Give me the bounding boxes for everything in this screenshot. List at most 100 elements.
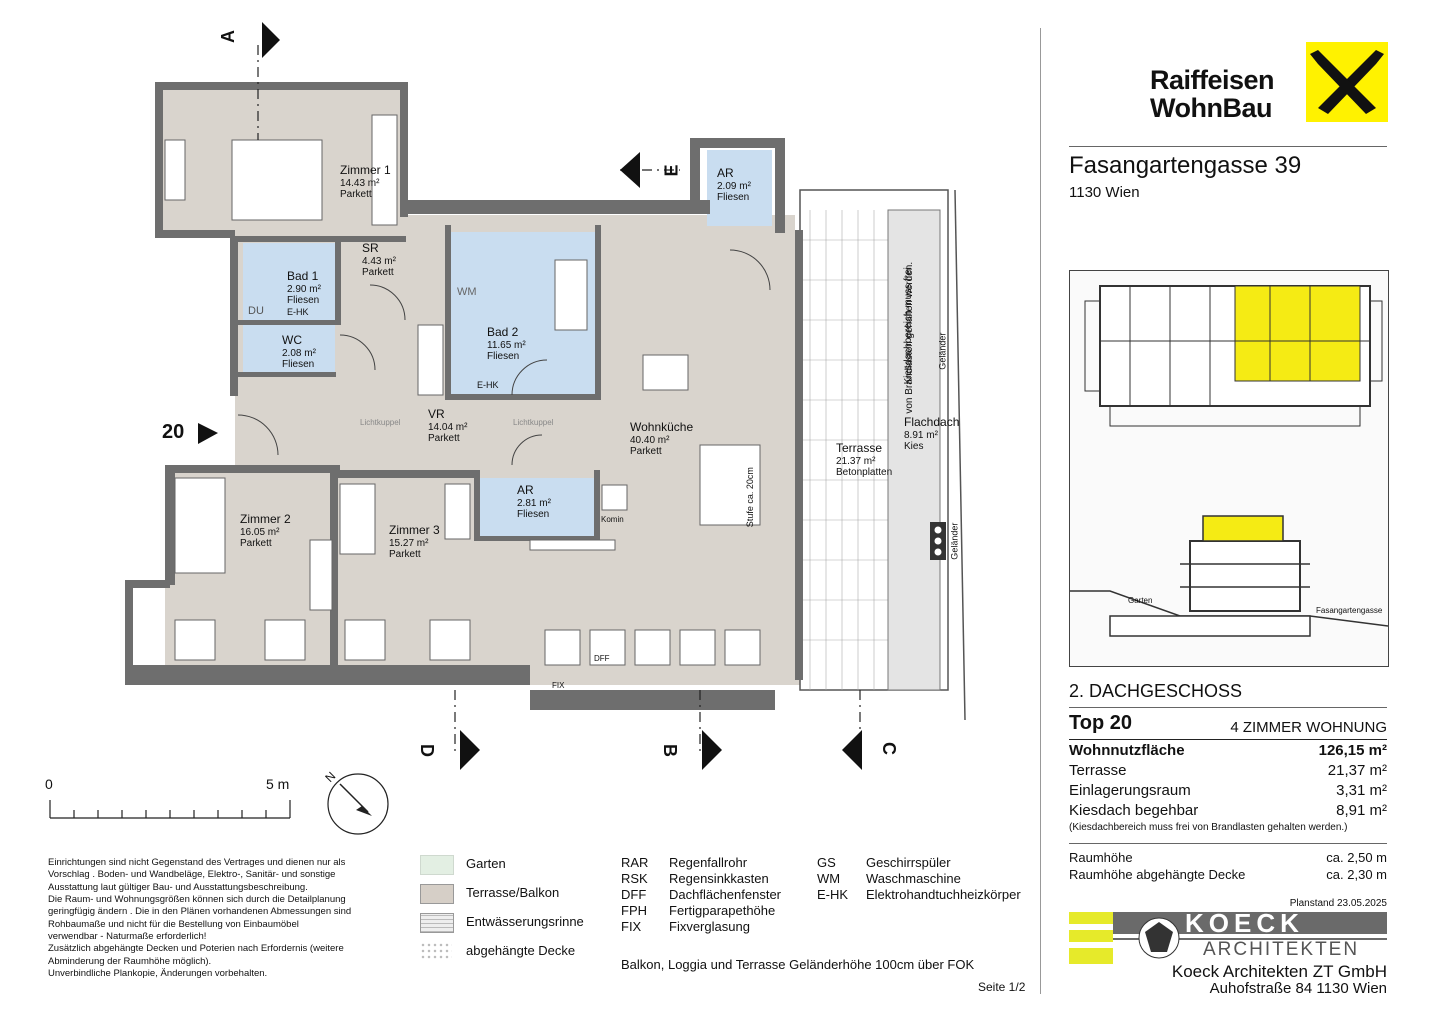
abbr-text: Waschmaschine <box>866 871 961 886</box>
lichtkuppel-label-2: Lichtkuppel <box>513 418 554 427</box>
room-name: Zimmer 1 <box>340 163 391 177</box>
abbr-code: WM <box>817 871 841 886</box>
disclaimer-line: Vorschlag . Boden- und Wandbeläge, Elekt… <box>48 869 336 881</box>
architect-firm: Koeck Architekten ZT GmbH <box>1171 962 1387 981</box>
du-label: DU <box>248 305 264 317</box>
abbr-text: Fixverglasung <box>669 919 750 934</box>
koeck-sub: ARCHITEKTEN <box>1203 939 1360 960</box>
unit-divider <box>1069 739 1387 740</box>
room-area: 2.08 m² <box>282 347 316 359</box>
room-ar-mid: AR 2.81 m² Fliesen <box>517 483 551 521</box>
floor-plan: A D B C E 20 Zimmer 1 14.43 m² Parkett S… <box>45 22 966 835</box>
room-floor: Parkett <box>362 267 394 279</box>
spec-label: Kiesdach begehbar <box>1069 802 1199 819</box>
abbr-text: Regenfallrohr <box>669 855 748 870</box>
unit-top: Top 20 <box>1069 712 1132 734</box>
disclaimer-line: Rohbaumaße und nicht für die Bestellung … <box>48 918 299 930</box>
disclaimer-line: Einrichtungen sind nicht Gegenstand des … <box>48 857 346 868</box>
room-name: AR <box>717 166 734 180</box>
room-area: 16.05 m² <box>240 526 280 538</box>
room-name: WC <box>282 333 302 347</box>
room-floor: Fliesen <box>517 509 550 521</box>
scale-five-label: 5 m <box>266 776 290 792</box>
spec-value: 126,15 m² <box>1318 742 1387 759</box>
room-floor: Fliesen <box>717 192 750 204</box>
room-flachdach: Flachdach 8.91 m² Kies <box>904 415 960 453</box>
scale-zero-label: 0 <box>45 776 53 792</box>
sidebar-divider <box>1040 28 1041 994</box>
room-terrasse: Terrasse 21.37 m² Betonplatten <box>836 441 893 479</box>
room-name: Wohnküche <box>630 420 694 434</box>
entrance-label: 20 <box>162 421 185 443</box>
section-mark-c: C <box>879 742 899 755</box>
planstand: Planstand 23.05.2025 <box>1289 898 1387 909</box>
abbr-code: FIX <box>621 919 642 934</box>
legend-label-decke: abgehängte Decke <box>466 943 576 958</box>
height-value: ca. 2,50 m <box>1326 850 1387 865</box>
room-name: Flachdach <box>904 415 960 429</box>
section-mark-e: E <box>661 164 682 177</box>
disclaimer-line: Ausstattung laut gültiger Bau- und Ausst… <box>48 881 308 893</box>
key-plan-street: Fasangartengasse <box>1316 606 1383 615</box>
key-plan-garten: Garten <box>1128 596 1153 605</box>
room-name: Bad 1 <box>287 269 319 283</box>
disclaimer-line: Die Raum- und Wohnungsgrößen können sich… <box>48 894 346 906</box>
gelaender-label-2: Geländer <box>949 522 960 560</box>
room-name: Zimmer 3 <box>389 523 440 537</box>
abbr-text: Geschirrspüler <box>866 855 951 870</box>
legend-swatch-rinne <box>420 913 454 933</box>
abbr-code: DFF <box>621 887 647 902</box>
spec-note: (Kiesdachbereich muss frei von Brandlast… <box>1069 822 1348 833</box>
room-bad-1: Bad 1 2.90 m² Fliesen E-HK <box>287 269 321 317</box>
height-value: ca. 2,30 m <box>1326 867 1387 882</box>
disclaimer-line: Unverbindliche Plankopie, Änderungen vor… <box>48 968 268 980</box>
key-plan: Garten Fasangartengasse <box>1069 270 1389 667</box>
room-name: Bad 2 <box>487 325 519 339</box>
legend-swatch-terrasse <box>420 884 454 904</box>
spec-value: 3,31 m² <box>1336 782 1387 799</box>
spec-divider <box>1069 843 1387 844</box>
room-floor: Betonplatten <box>836 467 893 479</box>
disclaimer: Einrichtungen sind nicht Gegenstand des … <box>48 857 393 980</box>
disclaimer-line: Abminderung der Raumhöhe möglich). <box>48 955 212 967</box>
spec-label: Wohnnutzfläche <box>1069 742 1185 759</box>
room-floor: Parkett <box>389 549 421 561</box>
fix-label: FIX <box>552 681 565 690</box>
room-name: AR <box>517 483 534 497</box>
unit-type: 4 ZIMMER WOHNUNG <box>1230 719 1387 736</box>
room-wc: WC 2.08 m² Fliesen <box>282 333 316 371</box>
railing-note: Balkon, Loggia und Terrasse Geländerhöhe… <box>621 957 975 972</box>
brand-logo-text: Raiffeisen WohnBau <box>1150 66 1275 123</box>
room-floor: Parkett <box>630 446 662 458</box>
room-area: 40.40 m² <box>630 434 670 446</box>
disclaimer-line: Zusätzlich abgehängte Decken und Poterie… <box>48 943 344 955</box>
bad2-ehk-label: E-HK <box>477 380 499 390</box>
room-extra: E-HK <box>287 306 309 317</box>
spec-label: Terrasse <box>1069 762 1127 779</box>
gelaender-label-1: Geländer <box>937 332 948 370</box>
room-floor: Kies <box>904 441 924 453</box>
spec-value: 8,91 m² <box>1336 802 1387 819</box>
room-vr: VR 14.04 m² Parkett <box>428 407 467 445</box>
room-zimmer-1: Zimmer 1 14.43 m² Parkett <box>340 163 391 201</box>
room-wohnkueche: Wohnküche 40.40 m² Parkett <box>630 420 694 458</box>
raiffeisen-gable-icon <box>1306 42 1388 122</box>
room-floor: Fliesen <box>282 359 315 371</box>
abbr-text: Dachflächenfenster <box>669 887 782 902</box>
abbr-text: Fertigparapethöhe <box>669 903 776 918</box>
abbr-code: RSK <box>621 871 648 886</box>
room-floor: Fliesen <box>487 351 520 363</box>
header-divider <box>1069 146 1387 147</box>
room-bad-2: Bad 2 11.65 m² Fliesen <box>487 325 526 363</box>
spec-label: Einlagerungsraum <box>1069 782 1191 799</box>
room-area: 14.43 m² <box>340 177 380 189</box>
room-area: 2.09 m² <box>717 180 751 192</box>
brand-line-2: WohnBau <box>1150 93 1272 123</box>
room-area: 2.81 m² <box>517 497 551 509</box>
dff-label: DFF <box>594 654 610 663</box>
architect-address: Auhofstraße 84 1130 Wien <box>1209 980 1387 997</box>
kiesdach-note-2: von Brandlasten gehalten werden. <box>904 261 916 414</box>
room-floor: Parkett <box>340 189 372 201</box>
page-number: Seite 1/2 <box>978 980 1026 994</box>
address-street: Fasangartengasse 39 <box>1069 152 1302 179</box>
